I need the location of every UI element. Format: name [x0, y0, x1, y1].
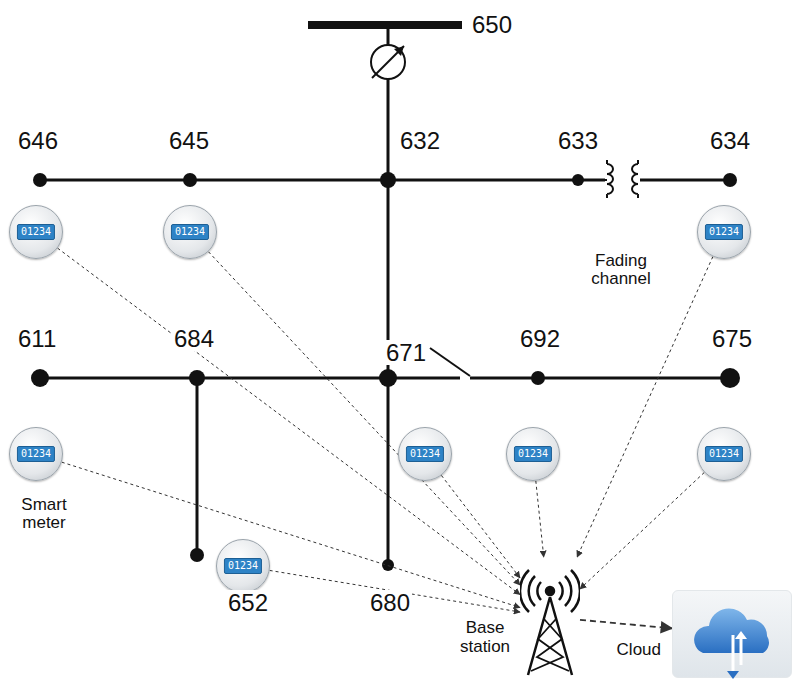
annotation: Fading channel	[580, 252, 662, 288]
station-label: Base station	[454, 619, 516, 656]
wireless-link	[577, 257, 713, 557]
wireless-link	[536, 481, 544, 557]
cloud-service: Cloud	[672, 590, 792, 678]
bus-number: 652	[226, 590, 270, 615]
tower-icon	[520, 557, 580, 677]
wireless-link	[208, 252, 520, 585]
bus-number: 684	[172, 326, 216, 351]
meter-display: 01234	[705, 446, 743, 462]
bus-number: 646	[16, 128, 60, 153]
meter-display: 01234	[171, 224, 209, 240]
wireless-link	[580, 620, 672, 629]
cloud-label: Cloud	[617, 641, 661, 660]
wireless-link	[580, 472, 704, 588]
bus-number: 692	[518, 326, 562, 351]
smart-meter: 01234	[697, 427, 751, 481]
wireless-link	[62, 462, 520, 607]
smart-meter: 01234	[216, 539, 270, 593]
meter-display: 01234	[514, 446, 552, 462]
smart-meter: 01234	[9, 205, 63, 259]
wireless-link	[58, 248, 520, 594]
bus-number: 671	[384, 340, 428, 365]
base-station: Base station	[520, 557, 580, 677]
smart-meter: 01234	[506, 427, 560, 481]
bus-number: 634	[708, 128, 752, 153]
wireless-link	[441, 475, 520, 577]
meter-display: 01234	[17, 446, 55, 462]
bus-number: 645	[167, 128, 211, 153]
meter-display: 01234	[224, 558, 262, 574]
bus-number: 680	[368, 590, 412, 615]
smart-meter: 01234	[9, 427, 63, 481]
meter-display: 01234	[705, 224, 743, 240]
smart-meter: 01234	[398, 427, 452, 481]
meter-display: 01234	[17, 224, 55, 240]
bus-number: 633	[556, 128, 600, 153]
cloud-icon	[673, 591, 793, 679]
bus-number: 675	[710, 326, 754, 351]
bus-number: 650	[470, 12, 514, 37]
bus-number: 632	[398, 128, 442, 153]
bus-number: 611	[16, 326, 58, 351]
smart-meter: 01234	[163, 205, 217, 259]
smart-meter: 01234	[697, 205, 751, 259]
annotation: Smart meter	[6, 496, 82, 532]
meter-display: 01234	[406, 446, 444, 462]
